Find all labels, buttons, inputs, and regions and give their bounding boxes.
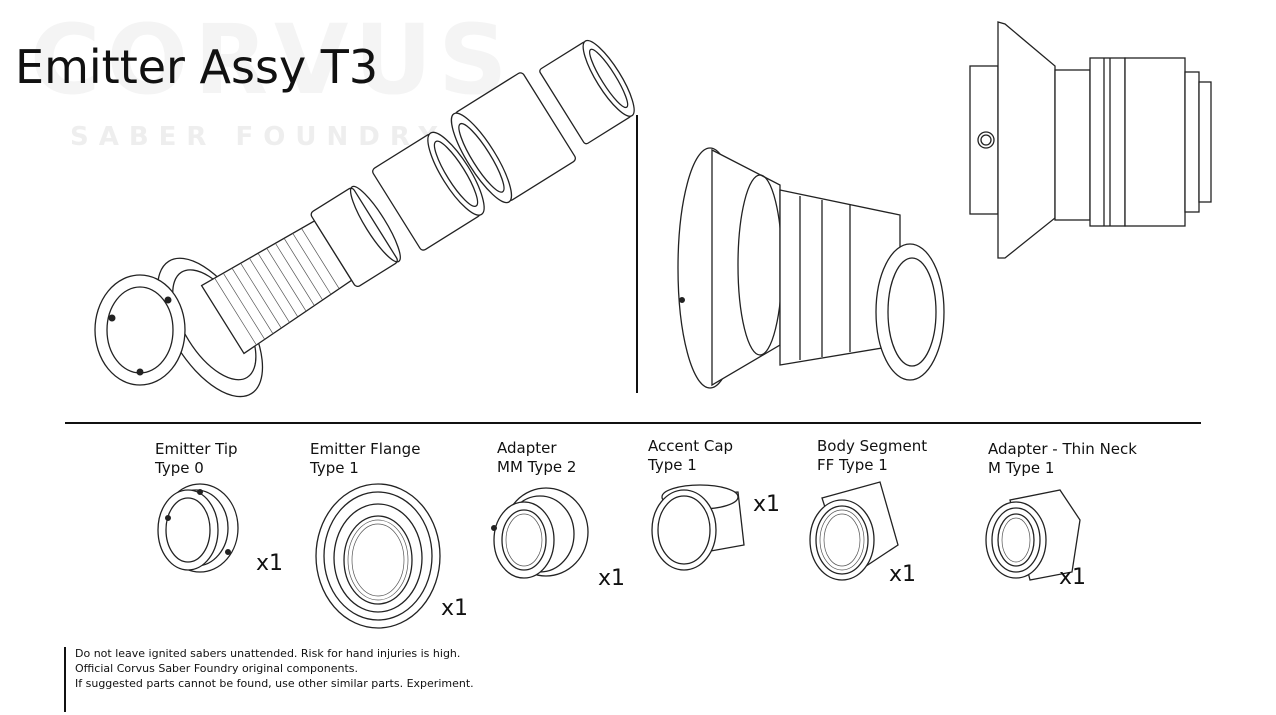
- part-name: Emitter Tip: [155, 440, 238, 458]
- disclaimer-line: If suggested parts cannot be found, use …: [75, 677, 474, 690]
- disclaimer-line: Official Corvus Saber Foundry original c…: [75, 662, 359, 675]
- part-type: Type 0: [155, 459, 204, 477]
- accent-cap-drawing: [651, 484, 745, 571]
- body-segment-drawing: [809, 481, 899, 581]
- disclaimer-text: Do not leave ignited sabers unattended. …: [75, 646, 474, 691]
- qty-emitter-tip: x1: [256, 551, 284, 576]
- qty-adapter-thin-neck: x1: [1059, 565, 1087, 590]
- emitter-tip-drawing: [157, 483, 239, 573]
- emitter-flange-drawing: [315, 483, 441, 629]
- part-name: Adapter - Thin Neck: [988, 440, 1137, 458]
- part-label-adapter-thin-neck: Adapter - Thin Neck M Type 1: [988, 440, 1137, 478]
- part-label-emitter-tip: Emitter Tip Type 0: [155, 440, 238, 478]
- part-type: MM Type 2: [497, 458, 577, 476]
- adapter-drawing: [491, 487, 589, 579]
- adapter-thin-neck-drawing: [985, 489, 1081, 581]
- watermark-subtitle: SABER FOUNDRY: [70, 122, 448, 152]
- part-label-adapter: Adapter MM Type 2: [497, 439, 576, 477]
- part-label-accent-cap: Accent Cap Type 1: [648, 437, 733, 475]
- section-divider: [65, 422, 1201, 424]
- page-title: Emitter Assy T3: [15, 40, 379, 94]
- part-type: Type 1: [310, 459, 359, 477]
- qty-accent-cap: x1: [753, 492, 781, 517]
- part-type: M Type 1: [988, 459, 1055, 477]
- part-label-emitter-flange: Emitter Flange Type 1: [310, 440, 420, 478]
- part-name: Body Segment: [817, 437, 928, 455]
- view-divider: [636, 115, 638, 393]
- qty-adapter: x1: [598, 566, 626, 591]
- part-type: FF Type 1: [817, 456, 888, 474]
- part-name: Emitter Flange: [310, 440, 421, 458]
- part-name: Accent Cap: [648, 437, 734, 455]
- part-label-body-segment: Body Segment FF Type 1: [817, 437, 927, 475]
- watermark-logo: CORVUS: [30, 4, 514, 116]
- part-type: Type 1: [648, 456, 697, 474]
- disclaimer-line: Do not leave ignited sabers unattended. …: [75, 647, 461, 660]
- footer-rule: [64, 647, 66, 712]
- part-name: Adapter: [497, 439, 557, 457]
- qty-emitter-flange: x1: [441, 596, 469, 621]
- qty-body-segment: x1: [889, 562, 917, 587]
